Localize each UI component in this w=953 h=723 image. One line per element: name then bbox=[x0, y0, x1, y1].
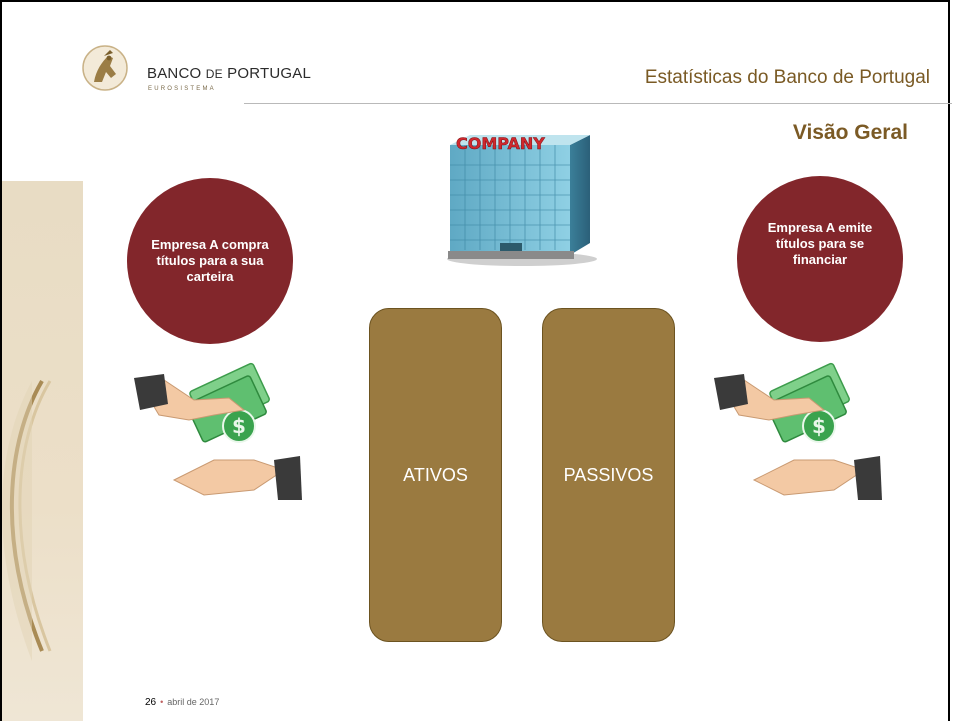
slide-footer: 26•abril de 2017 bbox=[145, 697, 219, 708]
issue-securities-circle: Empresa A emite títulos para se financia… bbox=[737, 176, 903, 342]
header-title: Estatísticas do Banco de Portugal bbox=[644, 67, 930, 88]
svg-text:$: $ bbox=[812, 414, 826, 438]
brand-name-banco: BANCO bbox=[147, 65, 202, 82]
brand-name-portugal: PORTUGAL bbox=[227, 65, 312, 82]
buy-securities-text: Empresa A compra títulos para a sua cart… bbox=[151, 237, 269, 284]
hands-money-exchange-icon: $ bbox=[714, 362, 882, 500]
brand-name: BANCO DE PORTUGAL bbox=[147, 65, 311, 82]
company-sign: COMPANY bbox=[456, 134, 545, 153]
buy-securities-circle: Empresa A compra títulos para a sua cart… bbox=[127, 178, 293, 344]
brand-tagline: EUROSISTEMA bbox=[148, 86, 216, 92]
header-divider bbox=[244, 103, 952, 104]
decorative-side-panel bbox=[2, 181, 83, 721]
office-building-icon: COMPANY bbox=[447, 134, 597, 266]
liabilities-box: PASSIVOS bbox=[542, 308, 675, 642]
liabilities-label: PASSIVOS bbox=[563, 464, 654, 485]
assets-box: ATIVOS bbox=[369, 308, 502, 642]
issue-securities-text: Empresa A emite títulos para se financia… bbox=[767, 220, 873, 267]
hands-money-exchange-icon: $ bbox=[134, 362, 302, 500]
assets-label: ATIVOS bbox=[403, 464, 468, 485]
page-number: 26 bbox=[145, 697, 157, 708]
brand-name-de: DE bbox=[205, 67, 223, 81]
banco-de-portugal-logo-icon bbox=[82, 45, 128, 91]
svg-text:$: $ bbox=[232, 414, 246, 438]
slide-subtitle: Visão Geral bbox=[792, 121, 908, 144]
footer-date: abril de 2017 bbox=[167, 697, 220, 707]
decorative-arc bbox=[2, 379, 52, 661]
footer-bullet: • bbox=[160, 697, 164, 707]
